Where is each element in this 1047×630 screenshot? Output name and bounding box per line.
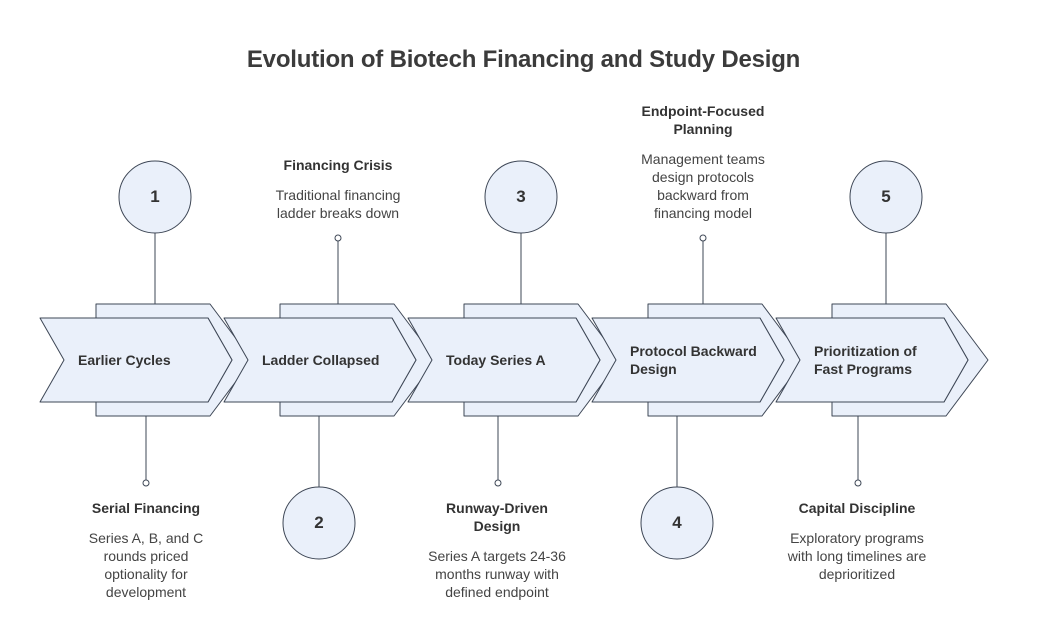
chevron-stage-5 [775,317,969,403]
annotation-4: Endpoint-Focused Planning Management tea… [618,102,788,222]
annotation-heading-4: Endpoint-Focused Planning [641,103,765,137]
annotation-body-3: Series A targets 24-36 months runway wit… [428,548,566,600]
annotation-3: Runway-Driven Design Series A targets 24… [412,499,582,601]
annotation-5: Capital Discipline Exploratory programs … [772,499,942,583]
step-circle-4 [640,486,714,560]
step-number-4: 4 [672,513,682,532]
step-circle-5 [849,160,923,234]
step-number-5: 5 [881,187,891,206]
step-number-3: 3 [516,187,526,206]
chevron-stage-4 [591,317,785,403]
annotation-body-4: Management teams design protocols backwa… [641,151,765,221]
stage-label-4: Protocol Backward Design [630,343,757,377]
step-circle-3 [484,160,558,234]
annotation-1: Serial Financing Series A, B, and C roun… [61,499,231,601]
annotation-dot-3 [494,479,502,487]
annotation-heading-5: Capital Discipline [798,500,916,516]
annotation-2: Financing Crisis Traditional financing l… [253,156,423,222]
step-circle-1 [118,160,192,234]
chevron-stage-1 [39,317,233,403]
stage-label-2: Ladder Collapsed [262,352,380,368]
annotation-body-1: Series A, B, and C rounds priced optiona… [88,530,204,600]
stage-label-1: Earlier Cycles [78,352,171,368]
stage-label-5: Prioritization of Fast Programs [814,343,917,377]
chevron-stage-3 [407,317,601,403]
annotation-heading-1: Serial Financing [91,500,201,516]
stage-label-3: Today Series A [446,352,546,368]
annotation-body-5: Exploratory programs with long timelines… [787,530,927,582]
chevron-stage-2 [223,317,417,403]
annotation-heading-3: Runway-Driven Design [446,500,548,534]
annotation-dot-1 [142,479,150,487]
annotation-dot-5 [854,479,862,487]
step-number-2: 2 [314,513,324,532]
annotation-dot-4 [699,234,707,242]
annotation-dot-2 [334,234,342,242]
annotation-body-2: Traditional financing ladder breaks down [275,187,401,221]
step-number-1: 1 [150,187,160,206]
diagram-title: Evolution of Biotech Financing and Study… [246,46,801,73]
step-circle-2 [282,486,356,560]
annotation-heading-2: Financing Crisis [283,157,393,173]
